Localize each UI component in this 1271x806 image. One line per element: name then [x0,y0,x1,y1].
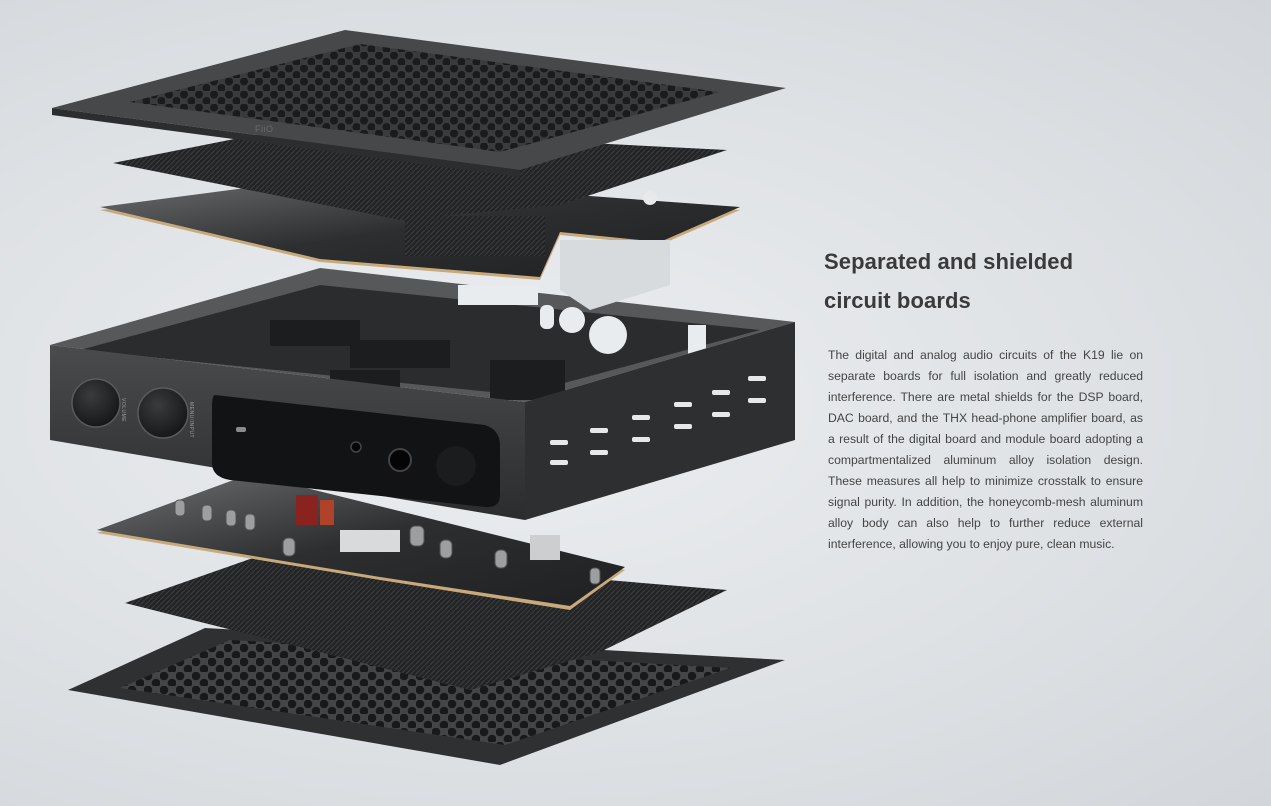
small-jack [350,441,362,453]
power-button [436,446,476,486]
menu-input-label: MENU/INPUT [188,402,194,438]
top-plate-logo: FiiO [255,124,274,134]
volume-knob [71,378,121,428]
feature-text-section: Separated and shielded circuit boards Th… [824,242,1144,555]
usb-c-port [236,427,246,432]
bottom-honeycomb-plate [68,628,785,765]
menu-input-knob [137,387,189,439]
analog-circuit-board [97,474,625,610]
product-exploded-view-image: VOLUME MENU/INPUT FiiO [50,30,795,765]
section-title-line-2: circuit boards [824,288,971,313]
headphone-jack [388,448,412,472]
section-title: Separated and shielded circuit boards [824,242,1144,320]
section-title-line-1: Separated and shielded [824,249,1074,274]
digital-circuit-board [100,177,740,310]
top-honeycomb-plate: FiiO [52,30,786,177]
aluminum-chassis: VOLUME MENU/INPUT [50,268,795,520]
volume-label: VOLUME [120,398,126,422]
section-body-text: The digital and analog audio circuits of… [828,348,1143,551]
